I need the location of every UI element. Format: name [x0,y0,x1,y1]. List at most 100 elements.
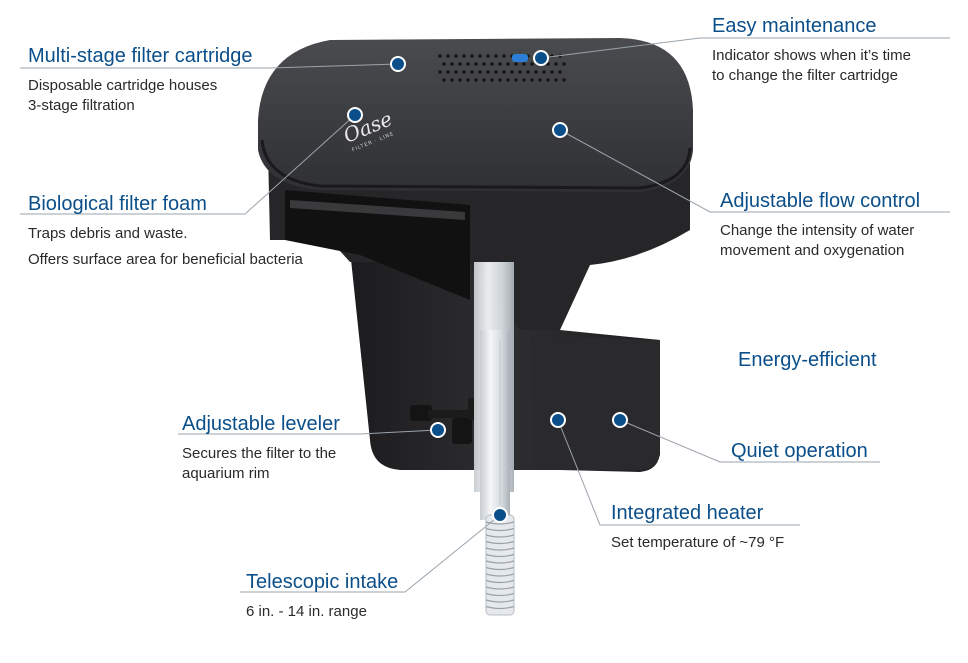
vent-hole [462,54,466,58]
vent-hole [462,70,466,74]
feature-maintenance-desc2: to change the filter cartridge [712,67,898,84]
vent-hole [522,78,526,82]
dot-maintenance [533,50,549,66]
feature-energy-title: Energy-efficient [738,349,877,371]
vent-hole [558,70,562,74]
feature-intake-desc1: 6 in. - 14 in. range [246,603,367,620]
strainer-ring [485,592,515,597]
feature-quiet: Quiet operation [731,439,868,463]
feature-foam-desc2: Offers surface area for beneficial bacte… [28,251,303,268]
vent-hole [542,70,546,74]
feature-leveler: Adjustable leveler Secures the filter to… [182,412,340,484]
vent-hole [514,78,518,82]
dot-leveler [430,422,446,438]
vent-hole [502,70,506,74]
vent-hole [474,62,478,66]
strainer-ring [485,605,515,610]
feature-leveler-desc2: aquarium rim [182,465,270,482]
feature-flow: Adjustable flow control Change the inten… [720,189,920,261]
filter-lid [258,38,693,192]
strainer-ring [485,566,515,571]
vent-hole [470,70,474,74]
dot-flow [552,122,568,138]
strainer-ring [485,547,515,551]
callout-dots [347,50,628,523]
vent-hole [458,62,462,66]
feature-intake: Telescopic intake 6 in. - 14 in. range [246,570,398,622]
strainer-ring [485,521,515,525]
vent-hole [446,54,450,58]
vent-hole [482,78,486,82]
strainer-ring [485,553,515,558]
vent-hole [550,70,554,74]
vent-hole [506,78,510,82]
vent-hole [466,78,470,82]
feature-heater-title: Integrated heater [611,502,764,524]
vent-hole [454,70,458,74]
vent-hole [554,62,558,66]
strainer-ring [485,573,515,577]
vent-hole [494,54,498,58]
vent-hole [486,54,490,58]
feature-foam-desc1: Traps debris and waste. [28,225,188,242]
feature-heater-desc1: Set temperature of ~79 °F [611,534,785,551]
vent-hole [446,70,450,74]
strainer-ring [485,540,515,545]
telescopic-intake-tube [474,262,515,616]
feature-maintenance-desc1: Indicator shows when it’s time [712,47,911,64]
vent-hole [562,62,566,66]
vent-hole [506,62,510,66]
vent-hole [546,78,550,82]
leader-lines [20,37,950,593]
feature-flow-desc2: movement and oxygenation [720,242,905,259]
feature-flow-desc1: Change the intensity of water [720,222,915,239]
vent-hole [438,54,442,58]
vent-hole [510,70,514,74]
vent-hole [518,70,522,74]
dot-foam [347,107,363,123]
vent-hole [438,70,442,74]
feature-intake-title: Telescopic intake [246,571,399,593]
dot-intake [492,507,508,523]
feature-cartridge-title: Multi-stage filter cartridge [28,45,253,67]
dot-quiet [612,412,628,428]
feature-cartridge: Multi-stage filter cartridge Disposable … [28,44,253,116]
feature-energy: Energy-efficient [738,348,877,372]
feature-flow-title: Adjustable flow control [720,190,921,212]
vent-hole [466,62,470,66]
feature-foam-title: Biological filter foam [28,193,207,215]
vent-hole [554,78,558,82]
lid-vent-holes [438,54,566,82]
feature-heater: Integrated heater Set temperature of ~79… [611,501,784,553]
dot-heater [550,412,566,428]
strainer-ring [485,527,515,532]
feature-quiet-title: Quiet operation [731,440,868,462]
vent-hole [442,78,446,82]
vent-hole [486,70,490,74]
vent-hole [442,62,446,66]
vent-hole [522,62,526,66]
vent-hole [498,62,502,66]
vent-hole [494,70,498,74]
filter-outlet [285,190,470,300]
vent-hole [530,62,534,66]
feature-maintenance: Easy maintenance Indicator shows when it… [712,14,911,86]
strainer-ring [485,586,515,590]
vent-hole [538,78,542,82]
vent-hole [474,78,478,82]
strainer-ring [485,579,515,584]
vent-hole [490,78,494,82]
vent-hole [490,62,494,66]
dot-cartridge [390,56,406,72]
feature-foam: Biological filter foam Traps debris and … [28,192,303,270]
maintenance-indicator-light [512,54,528,62]
feature-leveler-desc1: Secures the filter to the [182,445,337,462]
feature-cartridge-desc2: 3-stage filtration [28,97,135,114]
feature-cartridge-desc1: Disposable cartridge houses [28,77,218,94]
vent-hole [514,62,518,66]
vent-hole [482,62,486,66]
vent-hole [478,70,482,74]
vent-hole [498,78,502,82]
